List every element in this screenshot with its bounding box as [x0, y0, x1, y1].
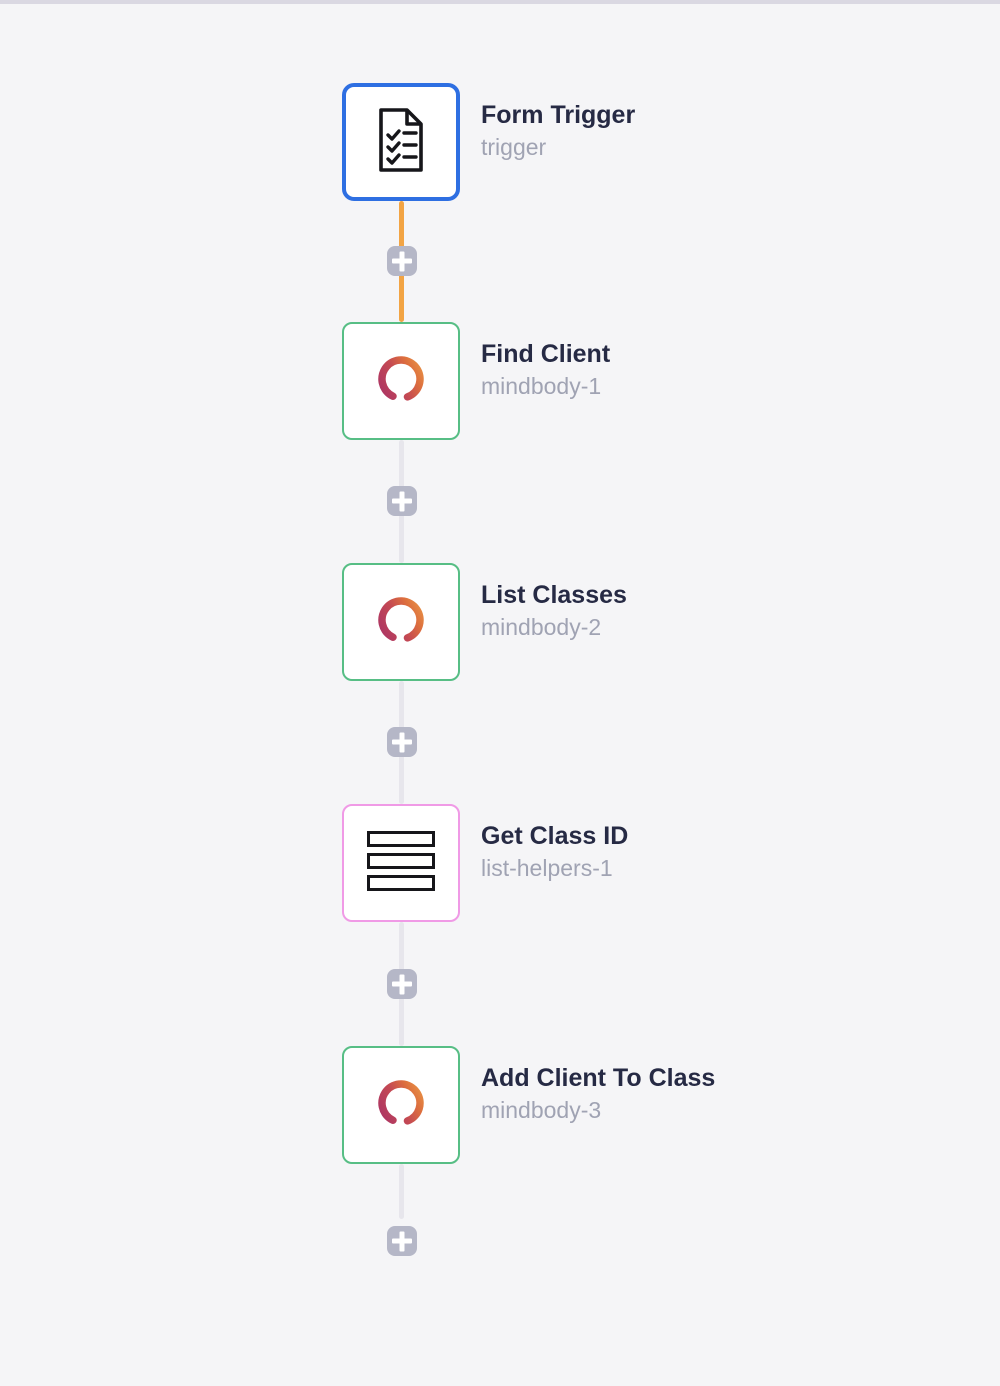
node-title: Form Trigger	[481, 101, 636, 129]
node-subtitle: trigger	[481, 134, 547, 160]
add-step-button-3[interactable]	[387, 727, 417, 757]
mindbody-logo-icon	[374, 593, 428, 652]
node-subtitle: mindbody-2	[481, 614, 602, 640]
connector-line	[399, 1164, 404, 1219]
node-label: Form Trigger trigger	[481, 99, 635, 164]
node-subtitle: mindbody-1	[481, 373, 602, 399]
plus-icon	[392, 739, 412, 745]
mindbody-logo-icon	[374, 352, 428, 411]
add-step-button-5[interactable]	[387, 1226, 417, 1256]
form-document-icon	[374, 106, 428, 179]
plus-icon	[392, 981, 412, 987]
node-label: List Classes mindbody-2	[481, 579, 627, 644]
node-card-get-class-id[interactable]	[342, 804, 460, 922]
node-subtitle: mindbody-3	[481, 1097, 602, 1123]
node-label: Add Client To Class mindbody-3	[481, 1062, 715, 1127]
plus-icon	[392, 258, 412, 264]
add-step-button-2[interactable]	[387, 486, 417, 516]
node-card-form-trigger[interactable]	[342, 83, 460, 201]
node-title: Find Client	[481, 340, 611, 368]
node-title: List Classes	[481, 581, 627, 609]
add-step-button-4[interactable]	[387, 969, 417, 999]
plus-icon	[392, 1238, 412, 1244]
node-card-find-client[interactable]	[342, 322, 460, 440]
node-label: Find Client mindbody-1	[481, 338, 610, 403]
add-step-button-1[interactable]	[387, 246, 417, 276]
node-label: Get Class ID list-helpers-1	[481, 820, 628, 885]
top-window-strip	[0, 0, 1000, 4]
node-card-add-client-to-class[interactable]	[342, 1046, 460, 1164]
mindbody-logo-icon	[374, 1076, 428, 1135]
node-subtitle: list-helpers-1	[481, 855, 613, 881]
node-title: Add Client To Class	[481, 1064, 716, 1092]
node-title: Get Class ID	[481, 822, 629, 850]
plus-icon	[392, 498, 412, 504]
node-card-list-classes[interactable]	[342, 563, 460, 681]
list-bars-icon	[367, 830, 435, 896]
